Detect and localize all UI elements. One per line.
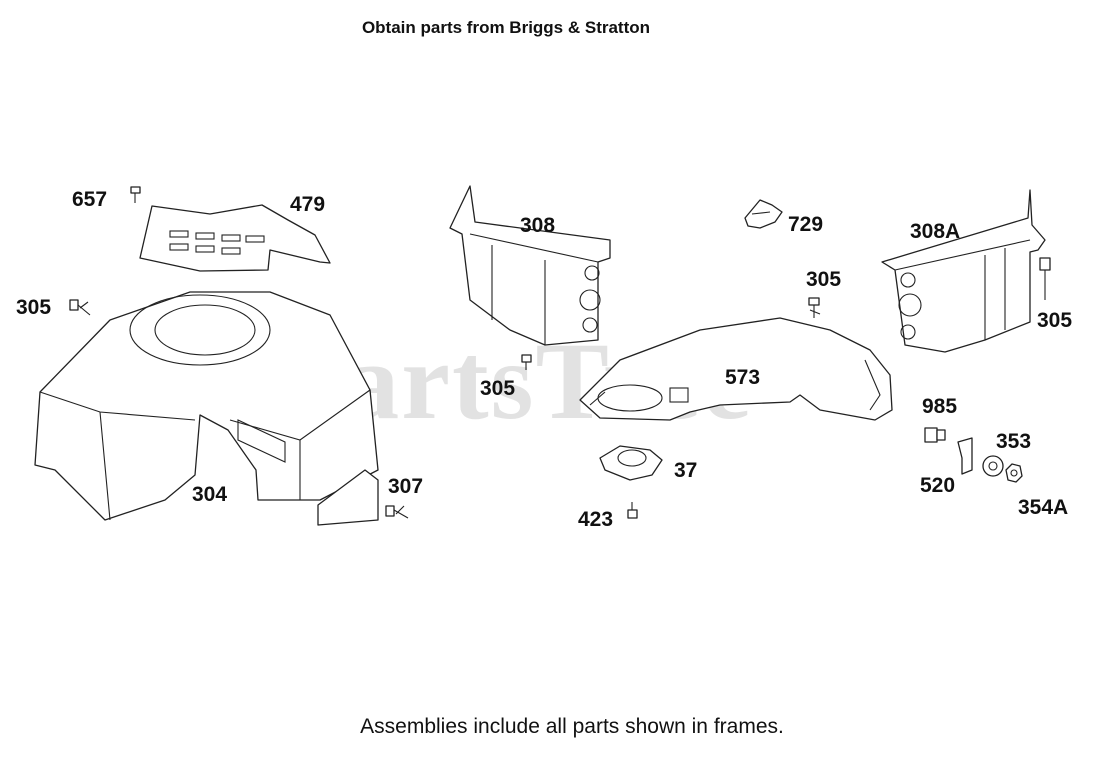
footer-note: Assemblies include all parts shown in fr… xyxy=(360,715,784,738)
callout-305-right-center: 305 xyxy=(806,268,842,291)
part-304-blower-housing xyxy=(34,291,379,526)
part-305-bolt-far-right xyxy=(1039,257,1051,300)
callout-479: 479 xyxy=(290,193,326,216)
part-657-screw xyxy=(130,186,141,203)
part-573-baffle xyxy=(579,317,893,421)
part-423-screw xyxy=(627,502,638,519)
part-985-terminal xyxy=(924,427,946,443)
part-305-bolt-left xyxy=(69,299,91,316)
part-308A-shield xyxy=(881,189,1046,353)
callout-37: 37 xyxy=(674,459,698,482)
part-37-cap xyxy=(599,445,663,481)
part-354A-nut xyxy=(1005,463,1023,483)
callout-304: 304 xyxy=(192,483,228,506)
part-520-bracket xyxy=(957,437,973,475)
callout-308: 308 xyxy=(520,214,556,237)
callout-423: 423 xyxy=(578,508,614,531)
callout-305: 305 xyxy=(16,296,52,319)
part-307-bolt xyxy=(385,505,409,519)
callout-307: 307 xyxy=(388,475,424,498)
callout-985: 985 xyxy=(922,395,958,418)
callout-308A: 308A xyxy=(910,220,961,243)
callout-573: 573 xyxy=(725,366,761,389)
callout-657: 657 xyxy=(72,188,108,211)
part-305-bolt-right-center xyxy=(808,297,821,318)
part-308-shield xyxy=(449,185,611,346)
callout-354A: 354A xyxy=(1018,496,1069,519)
part-305-screw-center xyxy=(521,354,532,370)
part-479-plate xyxy=(139,204,331,272)
callout-305-far-right: 305 xyxy=(1037,309,1073,332)
header-note: Obtain parts from Briggs & Stratton xyxy=(361,18,651,37)
part-729-clip xyxy=(744,199,783,229)
part-353-washer xyxy=(982,455,1004,477)
callout-520: 520 xyxy=(920,474,956,497)
callout-305-center: 305 xyxy=(480,377,516,400)
callout-353: 353 xyxy=(996,430,1032,453)
callout-729: 729 xyxy=(788,213,824,236)
